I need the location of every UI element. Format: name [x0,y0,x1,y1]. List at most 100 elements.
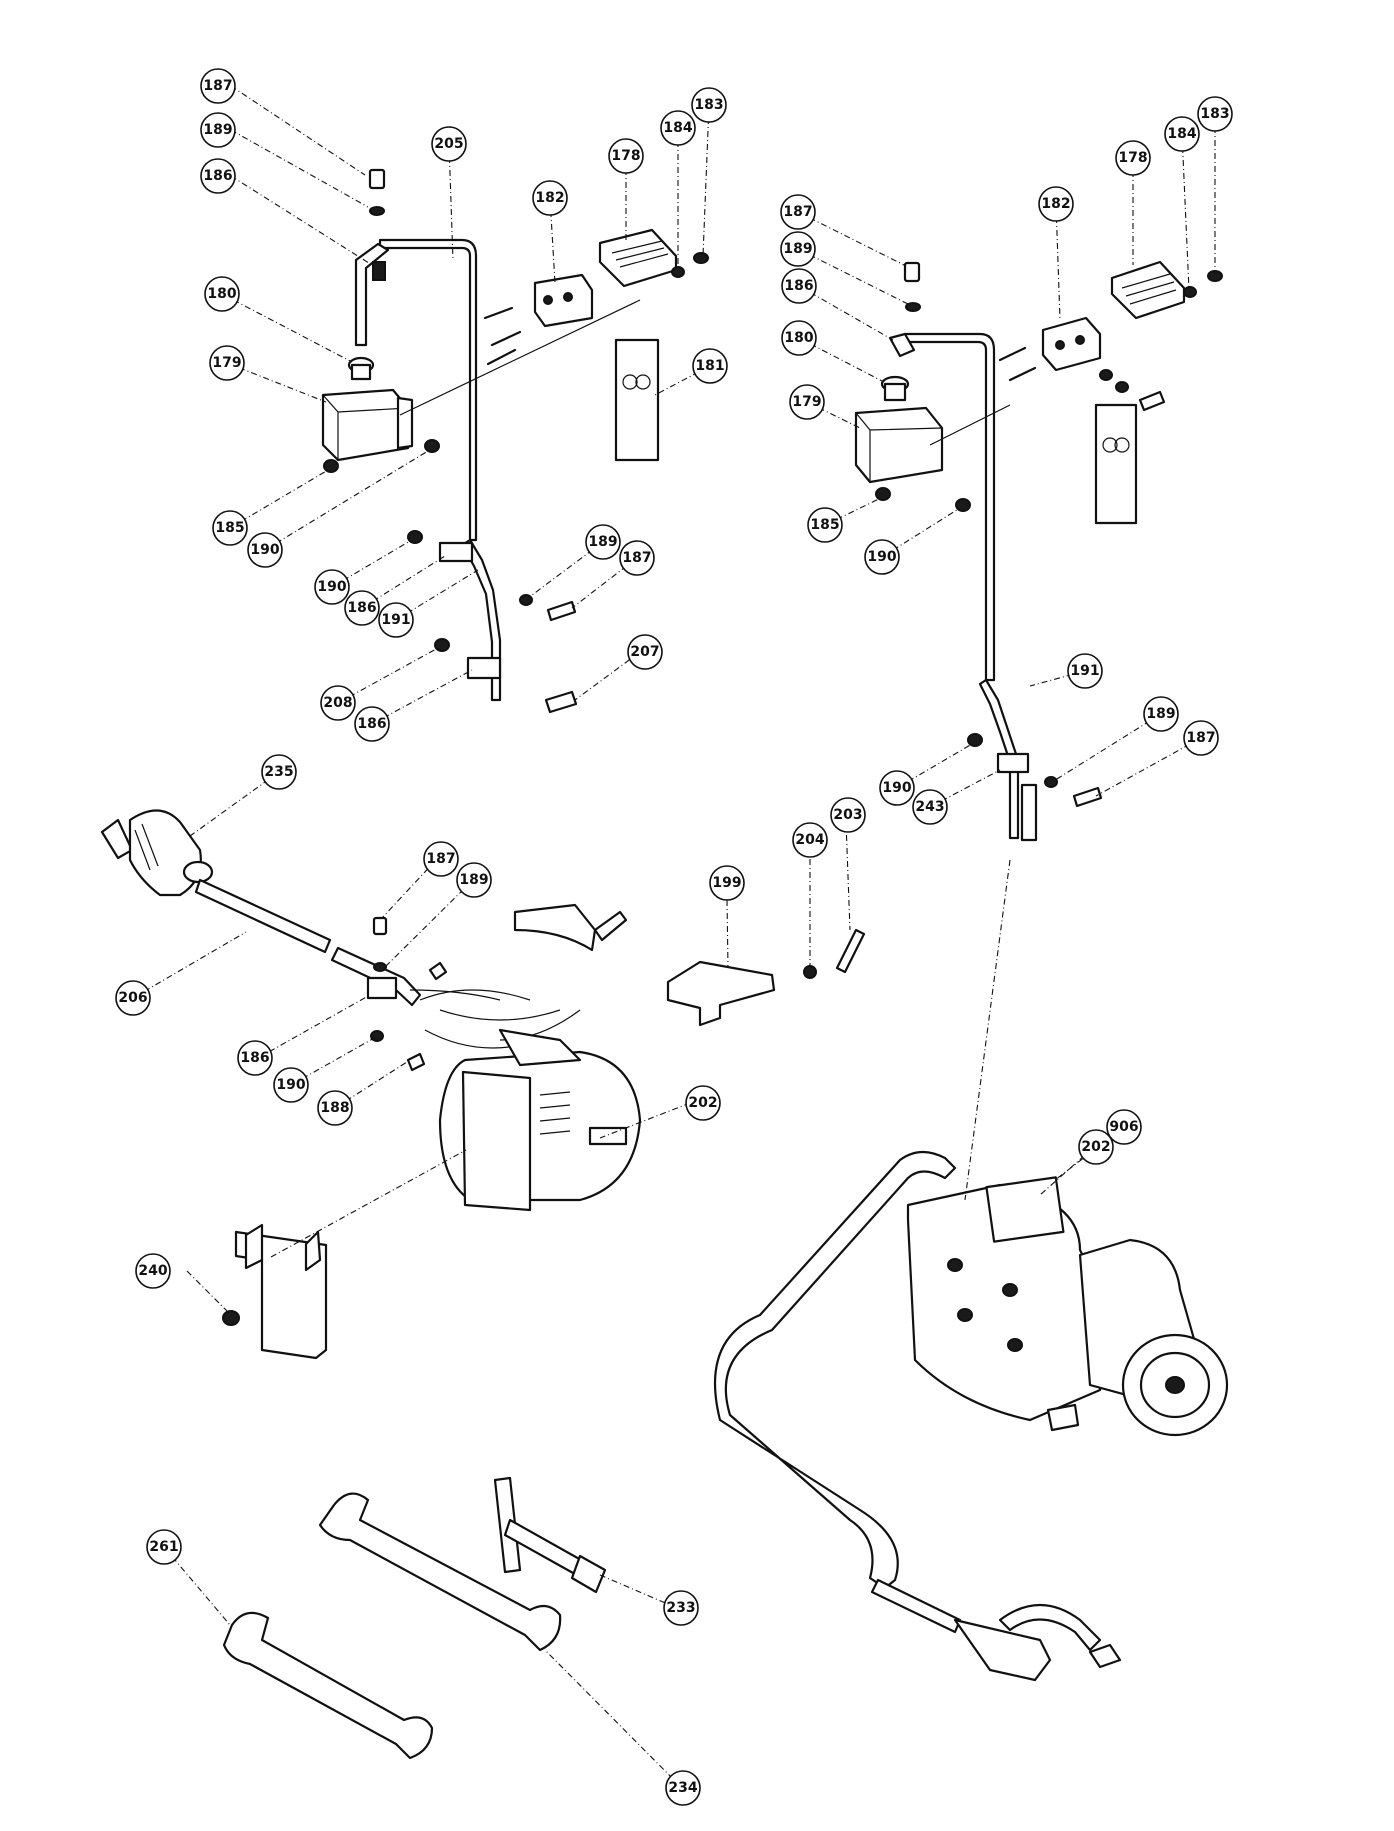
callout-label: 233 [666,1600,695,1616]
callout-bubble: 233 [663,1590,699,1626]
tube-right [903,332,996,682]
washer-189-right [905,302,921,312]
callout-label: 182 [535,190,564,206]
callout-bubble: 187 [619,540,655,576]
callout-bubble: 187 [423,841,459,877]
callout-label: 185 [215,520,244,536]
callout-bubble: 202 [685,1085,721,1121]
callout-label: 182 [1041,196,1070,212]
plug-right [953,1618,1052,1682]
nut-190-mid [407,530,423,544]
pipe-186-upper [354,242,390,347]
nut-208 [434,638,450,652]
wire-terminal-188 [406,1052,426,1072]
clamp-186-mid [438,541,474,563]
callout-label: 191 [1070,663,1099,679]
callout-bubble: 203 [830,797,866,833]
callout-bubble: 183 [1197,96,1233,132]
gasket-181 [614,338,660,462]
callout-bubble: 906 [1106,1109,1142,1145]
callout-bubble: 187 [200,68,236,104]
nut-185-right [875,487,891,501]
callout-label: 205 [434,136,463,152]
nut-204 [803,965,817,979]
callout-label: 185 [810,517,839,533]
screw-187-right-lower [1072,786,1103,808]
clamp-186-top [372,261,386,281]
gasket-right [1094,403,1138,525]
callout-bubble: 199 [709,865,745,901]
relay-182 [533,273,594,328]
nut-190-right [955,498,971,512]
callout-label: 235 [264,764,293,780]
callout-label: 186 [357,716,386,732]
callout-bubble: 205 [431,126,467,162]
base-plate-240 [234,1230,328,1360]
callout-bubble: 240 [135,1253,171,1289]
cover-178 [598,228,678,288]
callout-bubble: 234 [665,1770,701,1806]
callout-label: 234 [668,1780,697,1796]
callout-label: 189 [783,241,812,257]
callout-label: 187 [426,851,455,867]
callout-bubble: 208 [320,685,356,721]
callout-label: 187 [203,78,232,94]
screw-203 [835,928,866,974]
callout-label: 187 [1186,730,1215,746]
callout-bubble: 181 [692,348,728,384]
clamp-186-lower [466,656,502,680]
nut-185 [323,459,339,473]
callout-bubble: 186 [354,706,390,742]
callout-label: 186 [203,168,232,184]
callout-label: 183 [694,97,723,113]
callout-bubble: 189 [456,862,492,898]
callout-label: 190 [276,1077,305,1093]
callout-bubble: 178 [608,138,644,174]
callout-label: 204 [795,832,824,848]
wrench-261 [222,1611,434,1760]
callout-bubble: 180 [204,276,240,312]
cord-206-b [330,946,422,1007]
callout-bubble: 178 [1115,140,1151,176]
callout-label: 184 [663,120,692,136]
callout-label: 190 [867,549,896,565]
callout-label: 243 [915,799,944,815]
callout-label: 186 [347,600,376,616]
callout-label: 207 [630,644,659,660]
hose-stub-right [1020,783,1038,842]
callout-bubble: 204 [792,822,828,858]
terminal-cover [513,903,597,952]
screw-187-top [368,168,386,190]
screw-183 [693,252,709,264]
callout-bubble: 184 [1164,116,1200,152]
callout-bubble: 187 [1183,720,1219,756]
tools [222,1476,607,1760]
screw-187-mid [546,600,577,622]
nut-180-body [350,363,372,381]
callout-label: 191 [381,612,410,628]
callout-bubble: 183 [691,87,727,123]
callout-bubbles: 187 189 186 205 182 178 184 183 180 179 … [115,68,1233,1806]
callout-bubble: 185 [212,510,248,546]
right-pressure-switch-assembly [854,260,1223,842]
callout-bubble: 190 [247,532,283,568]
callout-label: 186 [240,1050,269,1066]
callout-label: 180 [784,330,813,346]
callout-bubble: 243 [912,789,948,825]
callout-label: 189 [1146,706,1175,722]
callout-bubble: 207 [627,634,663,670]
callout-label: 240 [138,1263,167,1279]
callout-label: 189 [203,122,232,138]
clamp-186-motor [366,976,398,1000]
screw-207 [544,690,578,714]
callout-label: 179 [212,355,241,371]
cord-206 [194,878,332,954]
callout-bubble: 191 [1067,653,1103,689]
switch-box-179 [321,388,410,462]
callout-label: 178 [611,148,640,164]
nut-180-right-body [883,382,907,402]
nut-190 [424,439,440,453]
callout-bubble: 261 [146,1529,182,1565]
nut-184 [671,266,685,278]
plug-prong [100,818,134,860]
